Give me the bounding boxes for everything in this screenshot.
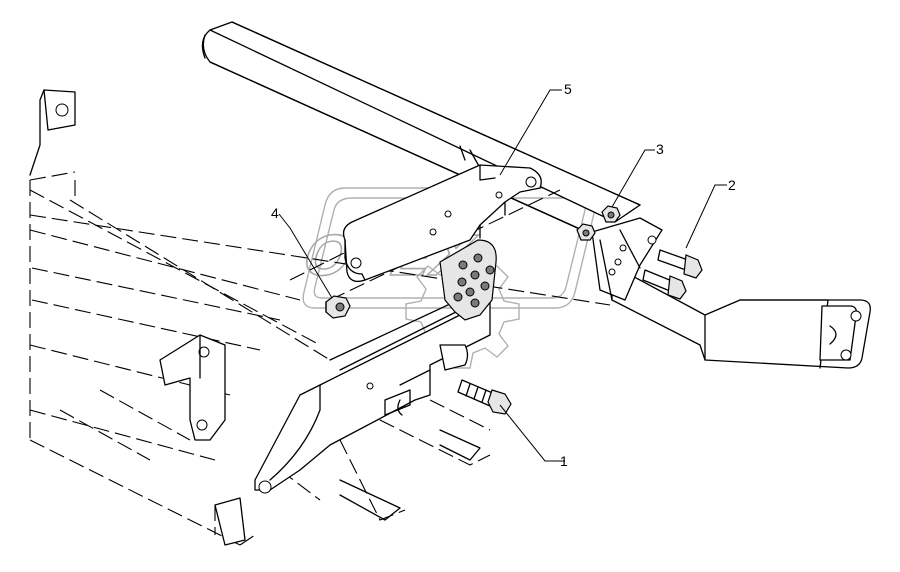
main-frame-outline — [29, 171, 611, 546]
link-arm-hole-3 — [444, 210, 452, 218]
center-bracket — [254, 289, 491, 494]
link-arm-hole-5 — [525, 176, 537, 188]
hitch-bracket — [611, 264, 871, 369]
link-arm-hole-2 — [429, 228, 437, 236]
link-arm-hole-1 — [350, 257, 362, 269]
callout-3: 3 — [656, 141, 664, 157]
nut-part-4 — [325, 295, 351, 319]
callout-4: 4 — [271, 205, 279, 221]
leader-2 — [685, 184, 727, 249]
link-arm — [342, 164, 542, 283]
leader-4 — [278, 213, 333, 299]
callout-5: 5 — [564, 81, 572, 97]
leader-3 — [611, 149, 655, 208]
nuts-part-3 — [576, 205, 621, 241]
leader-1 — [499, 404, 565, 462]
leader-lines — [278, 89, 727, 462]
callout-1: 1 — [560, 453, 568, 469]
lower-frame — [214, 429, 481, 546]
bolts-part-2 — [642, 249, 703, 300]
hitch-hole-top — [850, 310, 862, 322]
leader-5 — [499, 89, 562, 176]
mounting-plate-right — [591, 217, 663, 301]
callouts: 1 2 3 4 5 — [271, 81, 736, 469]
watermark-gear-icon — [405, 254, 520, 369]
bolt-part-1 — [457, 379, 512, 415]
pivot-hub — [439, 239, 497, 371]
hitch-hole-bottom — [840, 349, 852, 361]
left-tab — [29, 89, 76, 176]
link-arm-hole-4 — [495, 191, 503, 199]
callout-2: 2 — [728, 177, 736, 193]
side-plate — [159, 334, 226, 441]
